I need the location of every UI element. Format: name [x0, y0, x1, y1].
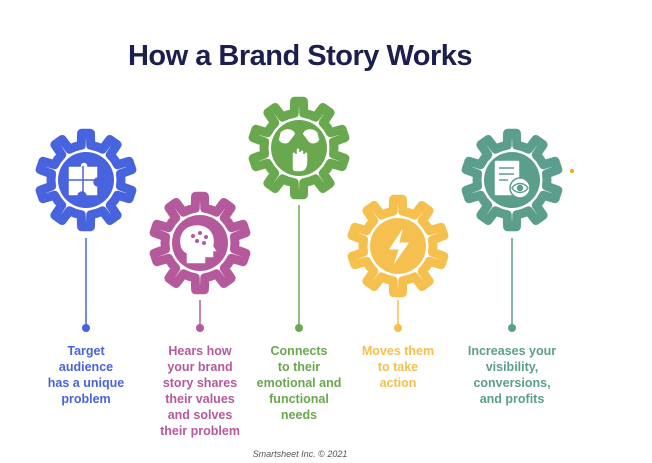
step-2-group — [149, 191, 251, 332]
step-3-dot — [295, 324, 303, 332]
step-1-label: Target audience has a unique problem — [47, 344, 125, 406]
step-2-dot — [196, 324, 204, 332]
lightning-bolt-icon — [387, 225, 411, 269]
step-1-group — [35, 128, 137, 332]
step-4-group — [347, 194, 449, 332]
step-5-group — [461, 128, 574, 332]
step-2-label: Hears how your brand story shares their … — [160, 344, 240, 438]
step-5-dot — [508, 324, 516, 332]
step-1-dot — [82, 324, 90, 332]
step-4-dot — [394, 324, 402, 332]
page-title: How a Brand Story Works — [127, 40, 473, 72]
head-mind-icon — [178, 223, 220, 265]
credit-text: Smartsheet Inc. © 2021 — [252, 449, 348, 459]
step-3-label: Connects to their emotional and function… — [256, 344, 342, 422]
step-5-label: Increases your visibility, conversions, … — [467, 344, 557, 406]
orange-accent-dot — [570, 169, 574, 173]
puzzle-icon — [67, 161, 99, 197]
step-4-label: Moves them to take action — [361, 344, 435, 390]
step-3-group — [248, 96, 350, 332]
visibility-report-icon — [493, 159, 531, 199]
hands-icon — [277, 127, 321, 173]
